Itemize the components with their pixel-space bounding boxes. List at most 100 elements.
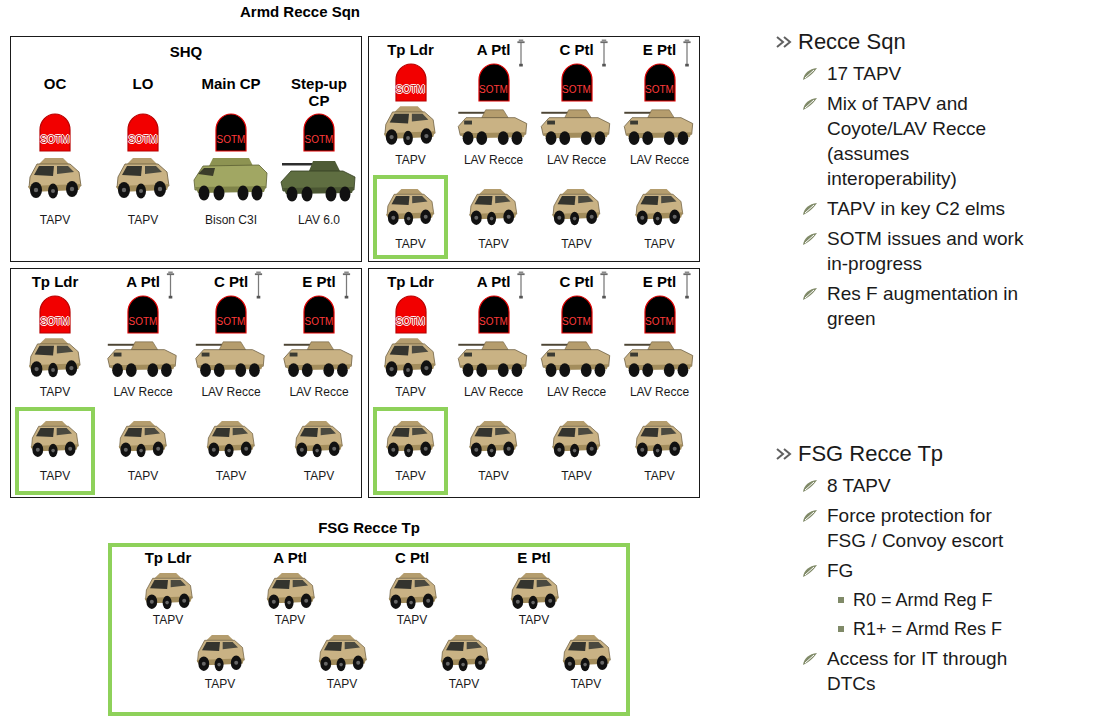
section-heading: FSG Recce Tp [776, 440, 1088, 468]
diagram-title: Armd Recce Sqn [150, 3, 450, 21]
reserve-augmentation-box: TAPV [15, 407, 95, 495]
fsg-troop-box: FSG Recce TpTp LdrA PtlC PtlE PtlTAPVTAP… [108, 543, 630, 716]
lav-recce-vehicle [196, 342, 264, 377]
column-heading: OC [25, 75, 85, 92]
sotm-label: SOTM [34, 134, 76, 146]
dome-shape [302, 295, 336, 333]
bullet-item: Res F augmentation in green [776, 281, 1033, 331]
sotm-dome: SOTM [394, 63, 428, 101]
column-heading: A Ptl [99, 273, 187, 290]
vehicle-label: LAV Recce [535, 385, 618, 399]
sotm-label: SOTM [473, 316, 515, 328]
column-heading: LO [113, 75, 173, 92]
lav-recce-vehicle [624, 342, 692, 377]
sotm-dome: SOTM [477, 295, 511, 333]
dome-shape [126, 295, 160, 333]
vehicle-label: TAPV [382, 613, 442, 627]
vehicle-label: TAPV [556, 677, 616, 691]
bullet-item: Mix of TAPV and Coyote/LAV Recce (assume… [776, 91, 1033, 191]
vehicle-label: TAPV [99, 469, 187, 483]
tapv-vehicle [295, 421, 343, 457]
dome-outline [40, 296, 70, 333]
vehicle-label: TAPV [190, 677, 250, 691]
sotm-label: SOTM [34, 316, 76, 328]
vehicle-label: LAV Recce [535, 153, 618, 167]
tapv-vehicle [563, 635, 611, 671]
vehicle-label: TAPV [275, 469, 363, 483]
dome-outline [40, 114, 70, 151]
mast-symbol [517, 40, 524, 67]
sotm-dome: SOTM [302, 295, 336, 333]
vehicle-label: LAV Recce [187, 385, 275, 399]
tapv-vehicle [511, 573, 559, 609]
dome-shape [394, 295, 428, 333]
tapv-vehicle [145, 573, 193, 609]
mast-symbol [517, 272, 524, 299]
lav-recce-vehicle [541, 342, 609, 377]
tapv-vehicle [469, 421, 517, 457]
tapv-vehicle [31, 421, 79, 457]
column-heading: E Ptl [618, 273, 701, 290]
dome-outline [128, 296, 158, 333]
tapv-vehicle [119, 421, 167, 457]
notes-panel: Recce Sqn 17 TAPV Mix of TAPV and Coyote/L… [776, 28, 1088, 331]
dome-shape [214, 113, 248, 151]
sotm-dome: SOTM [126, 113, 160, 151]
lav-recce-vehicle [284, 342, 352, 377]
vehicle-label: TAPV [504, 613, 564, 627]
vehicle-label: TAPV [369, 153, 452, 167]
dome-outline [396, 64, 426, 101]
column-heading: Tp Ldr [369, 41, 452, 58]
vehicle-label: TAPV [377, 237, 444, 251]
vehicle-label: LAV Recce [452, 385, 535, 399]
dome-shape [394, 63, 428, 101]
dome-outline [645, 296, 675, 333]
section-heading: Recce Sqn [776, 28, 1088, 56]
sub-bullet-item: R0 = Armd Reg F [776, 588, 1043, 612]
column-heading: A Ptl [452, 41, 535, 58]
lav-recce-vehicle [624, 110, 692, 145]
vehicle-label: TAPV [19, 469, 91, 483]
column-heading: Tp Ldr [118, 549, 218, 566]
tapv-vehicle [319, 635, 367, 671]
vehicle-label: Bison C3I [187, 213, 275, 227]
vehicle-label: TAPV [138, 613, 198, 627]
lav-recce-vehicle [108, 342, 176, 377]
vehicle-label: TAPV [434, 677, 494, 691]
sotm-label: SOTM [298, 134, 340, 146]
sotm-dome: SOTM [214, 113, 248, 151]
mast-symbol [683, 272, 690, 299]
lav-recce-vehicle [458, 342, 526, 377]
vehicle-label: TAPV [452, 237, 535, 251]
bullet-item: TAPV in key C2 elms [776, 196, 1033, 221]
troop-box: Tp LdrA PtlC PtlE PtlTAPVLAV RecceLAV Re… [368, 268, 700, 498]
mast-symbol [343, 272, 350, 299]
mast-symbol [683, 40, 690, 67]
dome-outline [562, 64, 592, 101]
sotm-label: SOTM [210, 134, 252, 146]
sotm-dome: SOTM [38, 113, 72, 151]
tapv-vehicle [28, 158, 81, 199]
tapv-vehicle [441, 635, 489, 671]
bullet-item: 17 TAPV [776, 61, 1033, 86]
sotm-dome: SOTM [394, 295, 428, 333]
vehicle-label: TAPV [187, 469, 275, 483]
sotm-label: SOTM [556, 84, 598, 96]
bison-vehicle [194, 158, 267, 201]
bullet-item: Access for IT through DTCs [776, 646, 1033, 696]
column-heading: Tp Ldr [11, 273, 99, 290]
column-heading: Tp Ldr [369, 273, 452, 290]
sotm-dome: SOTM [643, 63, 677, 101]
lav6-vehicle [281, 161, 355, 202]
vehicle-label: TAPV [369, 385, 452, 399]
column-heading: E Ptl [484, 549, 584, 566]
dome-shape [38, 295, 72, 333]
dome-shape [560, 295, 594, 333]
sotm-label: SOTM [298, 316, 340, 328]
dome-shape [214, 295, 248, 333]
bullet-item: Force protection for FSG / Convoy escort [776, 503, 1033, 553]
vehicle-label: TAPV [618, 237, 701, 251]
box-heading: FSG Recce Tp [112, 519, 626, 536]
tapv-vehicle [386, 189, 434, 225]
bullet-item: SOTM issues and work in-progress [776, 226, 1033, 276]
